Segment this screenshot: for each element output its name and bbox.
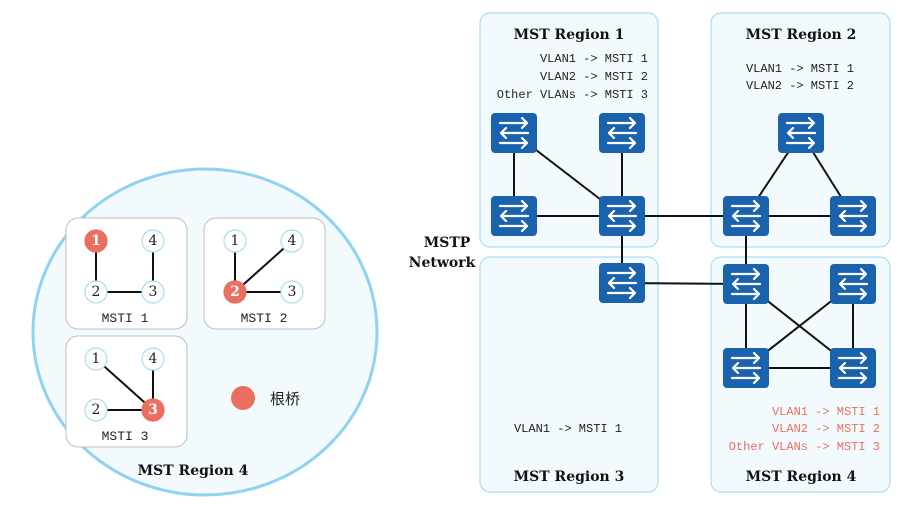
region4-detail-title: MST Region 4	[138, 463, 249, 479]
region-1-title: MST Region 1	[514, 27, 625, 43]
node-label: 1	[231, 233, 240, 249]
network-label-line1: MSTP	[424, 235, 471, 251]
network-label-line2: Network	[409, 255, 476, 271]
node-label: 2	[230, 284, 240, 300]
node-label: 4	[149, 351, 158, 367]
bridge-node	[84, 398, 108, 422]
region-2-mapping: VLAN1 -> MSTI 1	[746, 62, 854, 76]
node-label: 3	[149, 284, 158, 300]
switch-icon[interactable]	[597, 111, 647, 155]
msti2-edge-2-4	[234, 240, 293, 293]
region-2-title: MST Region 2	[746, 27, 857, 43]
bridge-node	[280, 229, 304, 253]
region-1-box	[479, 12, 659, 248]
bridge-node	[223, 229, 247, 253]
bridge-node	[84, 280, 108, 304]
bridge-node	[141, 229, 165, 253]
switch-icon[interactable]	[597, 261, 647, 305]
node-label: 2	[92, 402, 101, 418]
msti-1-panel: 1 4 2 3 MSTI 1	[65, 217, 188, 330]
switch-icon[interactable]	[597, 194, 647, 238]
legend-label: 根桥	[270, 390, 300, 408]
switch-icon[interactable]	[489, 194, 539, 238]
root-bridge-node	[223, 280, 247, 304]
bridge-node	[141, 280, 165, 304]
msti-label: MSTI 3	[102, 429, 149, 444]
switch-icon[interactable]	[776, 111, 826, 155]
node-label: 1	[91, 233, 101, 249]
bridge-node	[141, 347, 165, 371]
region4-detail: 1 4 2 3 MSTI 1 1 4 2 3 MSTI 2	[31, 167, 379, 497]
region-1-mapping: VLAN1 -> MSTI 1	[540, 52, 648, 66]
root-bridge-legend-icon	[231, 386, 255, 410]
switch-icon[interactable]	[489, 111, 539, 155]
region-2-mapping: VLAN2 -> MSTI 2	[746, 79, 854, 93]
node-label: 2	[92, 284, 101, 300]
region-3-mapping: VLAN1 -> MSTI 1	[514, 422, 622, 436]
node-label: 3	[288, 284, 297, 300]
region-4-box	[710, 256, 891, 493]
msti-label: MSTI 2	[241, 311, 288, 326]
legend: 根桥	[231, 386, 300, 410]
msti3-edge-1-3	[95, 358, 154, 411]
switch-icon[interactable]	[721, 346, 771, 390]
region-4-title: MST Region 4	[746, 469, 857, 485]
node-label: 3	[148, 402, 158, 418]
switch-icon[interactable]	[828, 194, 878, 238]
msti-label: MSTI 1	[102, 311, 149, 326]
region-1-mapping: Other VLANs -> MSTI 3	[497, 88, 648, 102]
region-4-mapping: VLAN2 -> MSTI 2	[772, 422, 880, 436]
region-4-mapping: VLAN1 -> MSTI 1	[772, 405, 880, 419]
msti-3-panel: 1 4 2 3 MSTI 3	[65, 335, 188, 448]
node-label: 4	[149, 233, 158, 249]
bridge-node	[280, 280, 304, 304]
node-label: 1	[92, 351, 101, 367]
msti-2-panel: 1 4 2 3 MSTI 2	[203, 217, 326, 330]
region-4-mapping: Other VLANs -> MSTI 3	[729, 440, 880, 454]
node-label: 4	[288, 233, 297, 249]
switch-icon[interactable]	[721, 194, 771, 238]
switch-icon[interactable]	[721, 262, 771, 306]
region-3-title: MST Region 3	[514, 469, 625, 485]
bridge-node	[84, 347, 108, 371]
region-1-mapping: VLAN2 -> MSTI 2	[540, 70, 648, 84]
region-3-box	[479, 256, 659, 493]
root-bridge-node	[84, 229, 108, 253]
root-bridge-node	[141, 398, 165, 422]
switch-icon[interactable]	[828, 346, 878, 390]
switch-icon[interactable]	[828, 262, 878, 306]
